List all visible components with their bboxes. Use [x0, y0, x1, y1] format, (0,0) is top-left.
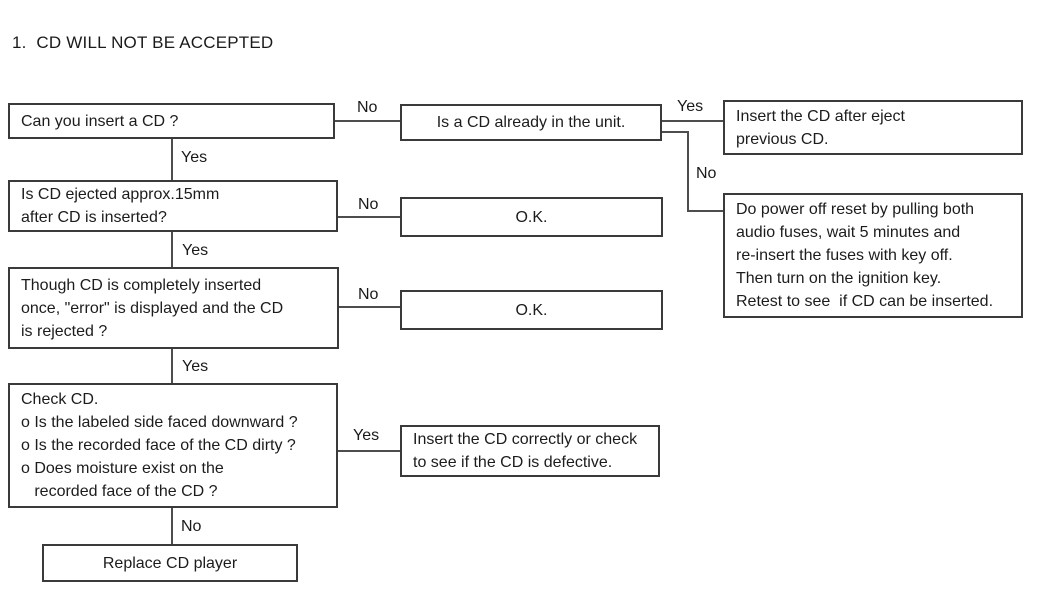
- branch-label-yes-5: Yes: [351, 427, 382, 445]
- connector-already-no-entry: [687, 210, 723, 212]
- branch-label-no-1: No: [355, 99, 380, 117]
- connector-error-yes: [171, 349, 173, 383]
- node-text-line: after CD is inserted?: [21, 209, 167, 226]
- node-text-line: to see if the CD is defective.: [413, 454, 613, 471]
- node-text-line: O.K.: [515, 208, 548, 226]
- node-ok-1: O.K.: [400, 197, 663, 237]
- node-text-line: is rejected ?: [21, 322, 108, 340]
- connector-checkcd-yes: [338, 450, 400, 452]
- node-text-line: previous CD.: [736, 130, 829, 148]
- node-text-line: Insert the CD after eject: [736, 107, 905, 125]
- node-text-line: Can you insert a CD ?: [21, 112, 179, 130]
- node-text-line: recorded face of the CD ?: [21, 483, 218, 500]
- node-text-line: once, "error" is displayed and the CD: [21, 299, 284, 317]
- branch-label-no-2: No: [694, 165, 719, 183]
- node-text-line: Is a CD already in the unit.: [436, 114, 626, 131]
- connector-can-insert-yes: [171, 139, 173, 180]
- node-text-line: Then turn on the ignition key.: [736, 270, 942, 287]
- node-text-line: o Does moisture exist on the: [21, 460, 224, 477]
- branch-label-yes-3: Yes: [180, 242, 211, 260]
- node-check-cd: Check CD. o Is the labeled side faced do…: [8, 383, 338, 508]
- node-ok-2: O.K.: [400, 290, 663, 330]
- node-insert-correctly: Insert the CD correctly or check to see …: [400, 425, 660, 477]
- node-text-line: Replace CD player: [102, 554, 238, 572]
- connector-can-insert-no: [335, 120, 400, 122]
- node-text-line: Retest to see if CD can be inserted.: [736, 293, 994, 310]
- node-text-line: o Is the labeled side faced downward ?: [21, 414, 298, 431]
- node-text-line: Though CD is completely inserted: [21, 276, 262, 294]
- node-replace-cd-player: Replace CD player: [42, 544, 298, 582]
- connector-already-no-stub: [662, 131, 689, 133]
- node-insert-after-eject: Insert the CD after eject previous CD.: [723, 100, 1023, 155]
- node-text-line: Is CD ejected approx.15mm: [21, 186, 220, 203]
- node-can-you-insert-cd: Can you insert a CD ?: [8, 103, 335, 139]
- node-text-line: audio fuses, wait 5 minutes and: [736, 224, 961, 241]
- connector-already-no-vertical: [687, 131, 689, 212]
- connector-already-yes: [662, 120, 723, 122]
- branch-label-no-3: No: [356, 196, 381, 214]
- branch-label-yes-4: Yes: [180, 358, 211, 376]
- connector-error-no: [339, 306, 400, 308]
- node-cd-ejected-15mm: Is CD ejected approx.15mm after CD is in…: [8, 180, 338, 232]
- branch-label-no-5: No: [179, 518, 204, 536]
- node-is-cd-already-in-unit: Is a CD already in the unit.: [400, 104, 662, 141]
- node-text-line: O.K.: [515, 301, 548, 319]
- node-text-line: Insert the CD correctly or check: [413, 431, 638, 448]
- node-error-displayed: Though CD is completely inserted once, "…: [8, 267, 339, 349]
- branch-label-yes-1: Yes: [179, 149, 210, 167]
- page-title: 1. CD WILL NOT BE ACCEPTED: [12, 33, 274, 52]
- branch-label-yes-2: Yes: [675, 98, 706, 116]
- node-text-line: Do power off reset by pulling both: [736, 201, 975, 218]
- node-text-line: re-insert the fuses with key off.: [736, 247, 953, 264]
- branch-label-no-4: No: [356, 286, 381, 304]
- connector-checkcd-no: [171, 508, 173, 544]
- node-text-line: o Is the recorded face of the CD dirty ?: [21, 437, 296, 454]
- node-text-line: Check CD.: [21, 391, 99, 408]
- node-power-off-reset: Do power off reset by pulling both audio…: [723, 193, 1023, 318]
- connector-ejected-no: [338, 216, 400, 218]
- connector-ejected-yes: [171, 232, 173, 267]
